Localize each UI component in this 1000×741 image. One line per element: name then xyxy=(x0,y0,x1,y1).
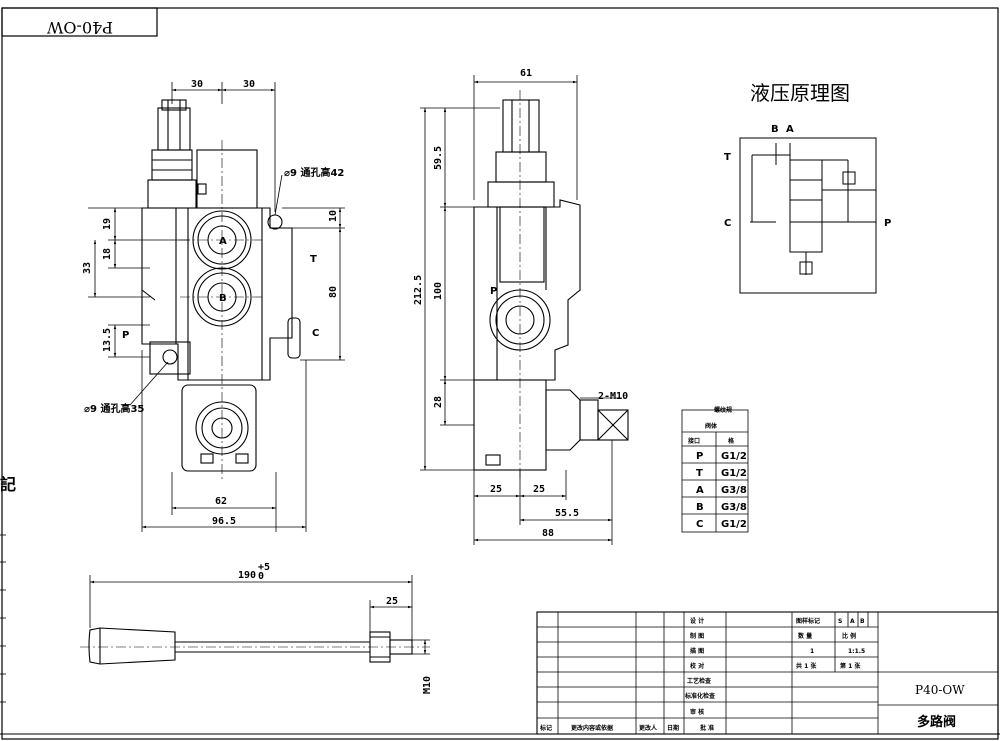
thread-row-p-spec: G1/2 xyxy=(721,451,747,462)
thread-table-texts: 螺纹规 阀体 接口 格 P G1/2 T G1/2 A G3/8 B G3/8 … xyxy=(687,406,747,530)
mark-label: 图样标记 xyxy=(796,617,820,625)
schematic-port-c: C xyxy=(724,218,731,229)
mark-b: B xyxy=(860,618,865,625)
title-block xyxy=(536,611,999,735)
handle-dimensions xyxy=(89,575,430,655)
dim-25-left: 25 xyxy=(490,484,502,495)
dim-62: 62 xyxy=(215,496,227,507)
role-process: 工艺检查 xyxy=(687,677,711,685)
handle-length: 190 xyxy=(238,570,256,581)
handle-tol-upper: +5 xyxy=(258,562,270,573)
role-check: 校 对 xyxy=(690,662,704,670)
schematic-port-p: P xyxy=(884,218,891,229)
hydraulic-schematic: 液压原理图 B A T C P xyxy=(724,81,891,294)
dim-100: 100 xyxy=(433,282,444,300)
dim-2-m10: 2-M10 xyxy=(598,391,628,402)
thread-row-b-port: B xyxy=(696,502,704,513)
code-box: P40-OW xyxy=(1,7,158,37)
handle-dim-25: 25 xyxy=(386,596,398,607)
qty-label: 数 量 xyxy=(798,632,812,640)
thread-row-p-port: P xyxy=(696,451,703,462)
thread-header-port: 接口 xyxy=(687,437,700,445)
mark-a: A xyxy=(850,618,855,625)
dim-96-5: 96.5 xyxy=(212,516,236,527)
dim-59-5: 59.5 xyxy=(433,146,444,170)
dim-61: 61 xyxy=(520,68,532,79)
dim-80: 80 xyxy=(328,286,339,298)
port-p-label: P xyxy=(122,330,129,341)
hdr-date: 日期 xyxy=(667,724,679,732)
scale-value: 1:1.5 xyxy=(848,648,865,655)
left-margin-ticks xyxy=(0,534,6,703)
port-b-label: B xyxy=(219,293,227,304)
thread-row-a-spec: G3/8 xyxy=(721,485,747,496)
qty-value: 1 xyxy=(810,648,814,655)
dim-19: 19 xyxy=(102,218,113,230)
dim-55-5: 55.5 xyxy=(555,508,579,519)
thread-title: 螺纹规 xyxy=(714,406,732,414)
schematic-port-b: B xyxy=(771,124,779,135)
dim-212-5: 212.5 xyxy=(413,275,424,305)
role-review: 审 核 xyxy=(690,708,704,716)
hole-bottom-note: ⌀9 通孔高35 xyxy=(84,402,144,415)
hole-top-note: ⌀9 通孔高42 xyxy=(284,166,344,179)
flipped-code: P40-OW xyxy=(46,18,113,37)
thread-table xyxy=(681,409,749,533)
thread-row-t-port: T xyxy=(696,468,703,479)
thread-row-c-spec: G1/2 xyxy=(721,519,747,530)
schematic-title: 液压原理图 xyxy=(750,81,850,105)
thread-header-spec: 格 xyxy=(728,437,735,445)
thread-row-a-port: A xyxy=(696,485,704,496)
thread-row-b-spec: G3/8 xyxy=(721,502,747,513)
role-approve: 批 准 xyxy=(700,724,714,732)
role-trace: 描 图 xyxy=(690,647,704,655)
side-dim-texts: 61 59.5 212.5 100 28 25 25 55.5 88 2-M10… xyxy=(413,68,628,539)
port-t-label: T xyxy=(310,254,317,265)
side-dimensions xyxy=(420,75,622,545)
sheet-no: 第 1 张 xyxy=(839,662,861,670)
hdr-changer: 更改人 xyxy=(639,724,658,732)
handle-dim-texts: 190 +5 0 25 M10 xyxy=(238,562,433,694)
dim-30-left: 30 xyxy=(191,79,203,90)
role-design: 设 计 xyxy=(690,617,704,625)
side-view xyxy=(473,90,629,480)
dim-10: 10 xyxy=(328,210,339,222)
dim-33: 33 xyxy=(82,262,93,274)
title-block-texts: 设 计 制 图 描 图 校 对 工艺检查 标准化检查 审 核 批 准 标记 更改… xyxy=(539,617,965,732)
thread-subtitle: 阀体 xyxy=(705,422,718,430)
side-label: 記 xyxy=(0,475,16,494)
dim-28: 28 xyxy=(433,396,444,408)
drawing-code: P40-OW xyxy=(915,683,965,697)
handle-m10: M10 xyxy=(422,676,433,694)
dim-13-5: 13.5 xyxy=(102,328,113,352)
role-draw: 制 图 xyxy=(690,632,704,640)
role-standard: 标准化检查 xyxy=(684,692,715,700)
front-view xyxy=(141,99,301,480)
scale-label: 比 例 xyxy=(842,632,856,640)
hdr-content: 更改内容或依据 xyxy=(571,724,613,732)
drawing-name: 多路阀 xyxy=(917,714,956,730)
dim-88: 88 xyxy=(542,528,554,539)
thread-row-t-spec: G1/2 xyxy=(721,468,747,479)
handle-lever xyxy=(80,627,430,665)
schematic-port-a: A xyxy=(786,124,794,135)
port-c-label: C xyxy=(312,328,319,339)
schematic-port-t: T xyxy=(724,152,731,163)
dim-18: 18 xyxy=(102,248,113,260)
front-dim-texts: 30 30 19 18 33 10 80 13.5 62 96.5 ⌀9 通孔高… xyxy=(82,79,344,527)
front-dimensions xyxy=(88,82,345,532)
side-port-p-label: P xyxy=(490,286,497,297)
dim-25-right: 25 xyxy=(533,484,545,495)
port-a-label: A xyxy=(219,236,227,247)
hdr-mark: 标记 xyxy=(539,724,552,732)
handle-tol-lower: 0 xyxy=(258,571,264,582)
sheets-total: 共 1 张 xyxy=(796,662,817,670)
thread-row-c-port: C xyxy=(696,519,703,530)
mark-s: S xyxy=(838,618,842,625)
dim-30-right: 30 xyxy=(243,79,255,90)
